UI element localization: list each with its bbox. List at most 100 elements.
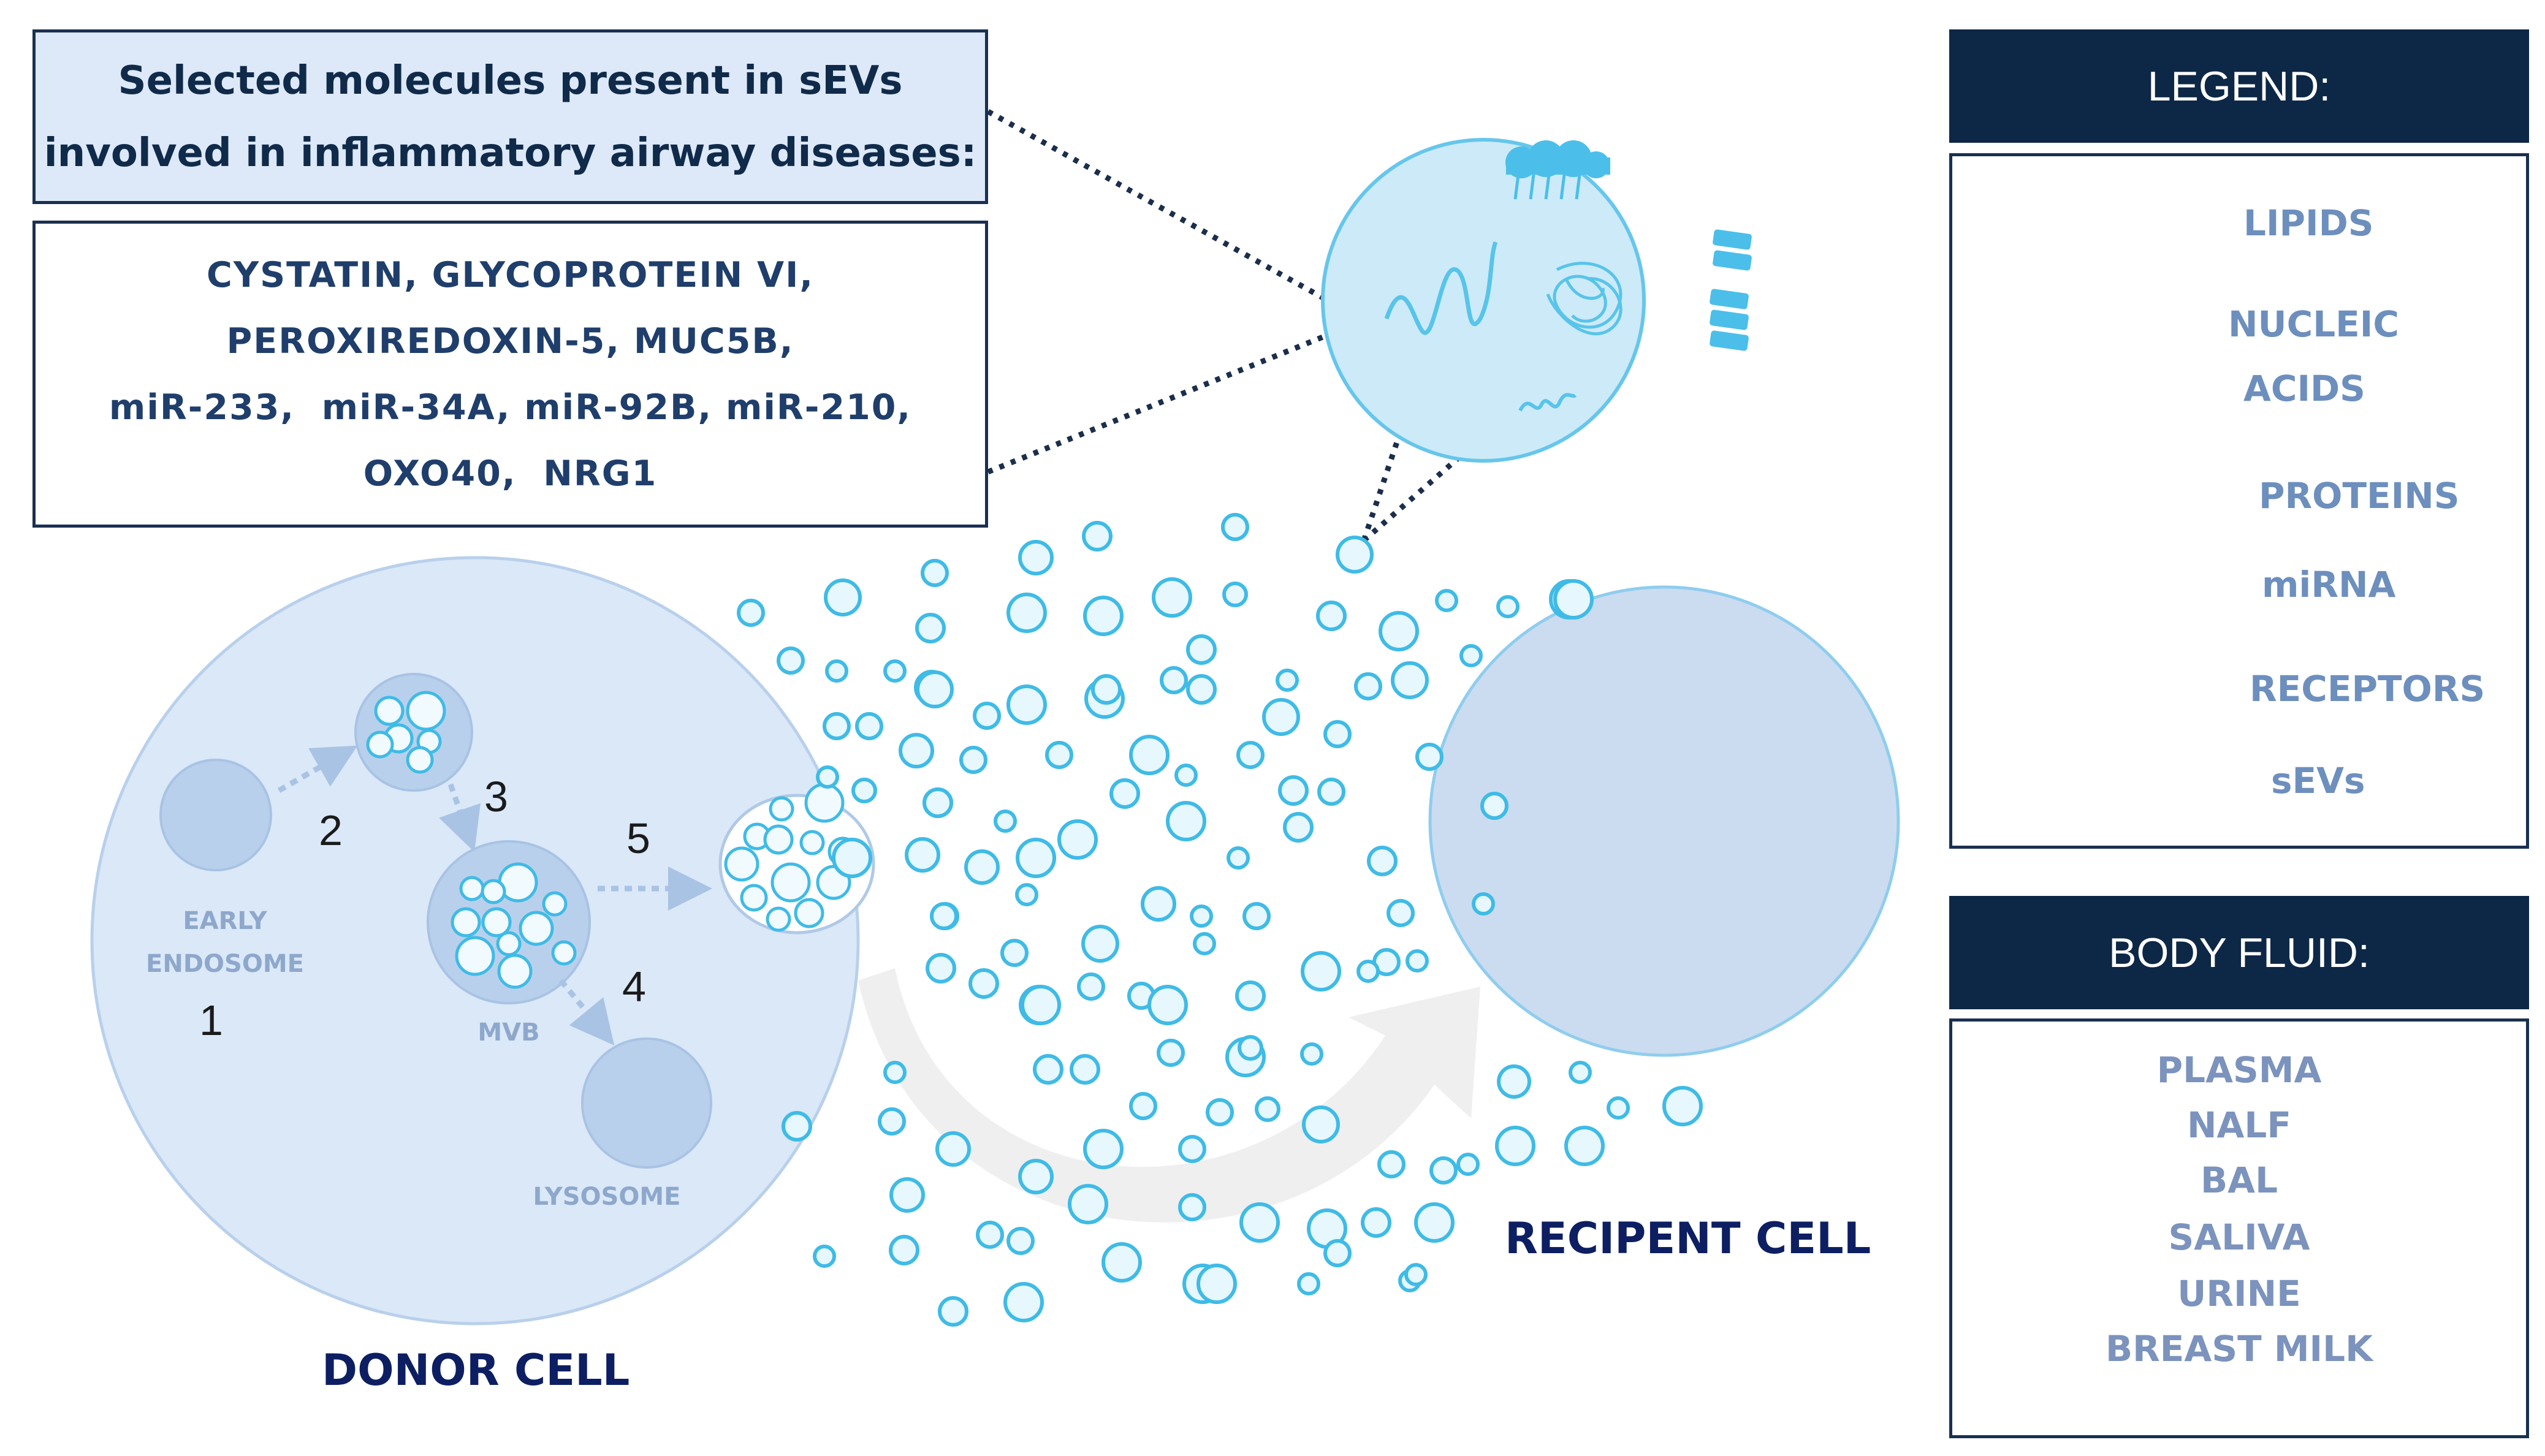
sev-particle: [1607, 1096, 1630, 1120]
sev-particle: [1391, 661, 1429, 699]
recipient-cell-label: RECIPENT CELL: [1505, 1213, 1871, 1264]
sev-particle: [1129, 1092, 1157, 1120]
transfer-arrow: [858, 968, 1480, 1223]
step-2-label: 2: [319, 806, 343, 854]
sev-particle: [1238, 1035, 1263, 1061]
sev-particle: [1317, 778, 1345, 806]
lysosome: [581, 1037, 712, 1169]
sev-particle: [935, 1131, 971, 1167]
sev-particle: [1564, 1126, 1605, 1166]
nucleic-acid-icon: [1384, 241, 1498, 335]
sev-particle: [923, 787, 953, 818]
sev-particle: [1006, 684, 1047, 725]
sev-particle: [899, 733, 934, 768]
sev-particle: [930, 902, 958, 930]
sev-particle: [825, 659, 848, 683]
sev-particle: [1415, 743, 1444, 771]
sev-particle: [1297, 1272, 1320, 1295]
sev-particle: [973, 702, 1001, 730]
sev-particle: [994, 810, 1017, 833]
sev-particle: [1242, 902, 1271, 930]
sev-particle: [1083, 1129, 1124, 1169]
early-endosome-label: EARLY ENDOSOME: [142, 900, 308, 985]
sev-particle: [1018, 540, 1054, 575]
legend-panel: [1949, 153, 2529, 849]
sev-particle: [1367, 846, 1398, 876]
title-line-2: involved in inflammatory airway diseases…: [44, 130, 977, 176]
legend-proteins-label: PROTEINS: [2259, 475, 2460, 517]
legend-header-text: LEGEND:: [2147, 63, 2331, 110]
sev-particle: [1336, 536, 1374, 574]
sev-particle: [1377, 1150, 1406, 1178]
sev-particle: [968, 968, 999, 999]
sev-particle: [1186, 634, 1217, 665]
body-fluid-item: BREAST MILK: [2105, 1328, 2373, 1370]
sev-particle: [1239, 1202, 1280, 1243]
molecule-line: PEROXIREDOXIN-5, MUC5B,: [226, 320, 794, 362]
sev-particle: [976, 1221, 1004, 1249]
sev-particle: [1186, 674, 1217, 705]
sev-particle: [1160, 666, 1188, 694]
sev-particle: [832, 838, 872, 878]
sev-particle: [1456, 1153, 1480, 1176]
step-1-label: 1: [199, 996, 223, 1044]
sev-particle: [1081, 925, 1119, 963]
early-label-line-2: ENDOSOME: [146, 950, 304, 978]
sev-particle: [1406, 949, 1429, 973]
sev-particle: [1459, 644, 1483, 667]
sev-particle: [1178, 1193, 1206, 1221]
sev-particle: [926, 953, 956, 984]
legend-mirna-label: miRNA: [2262, 564, 2396, 605]
sev-particle: [1236, 741, 1265, 769]
sev-particle: [1262, 698, 1300, 736]
body-fluid-item: SALIVA: [2168, 1216, 2310, 1258]
body-fluid-header-text: BODY FLUID:: [2109, 929, 2370, 976]
sev-particle: [1255, 1096, 1280, 1122]
sev-particle: [1000, 939, 1029, 967]
sev-particle: [1302, 1105, 1340, 1143]
sev-particle: [1057, 819, 1098, 860]
sev-particle: [1006, 1227, 1035, 1255]
sev-particle: [916, 670, 954, 708]
molecule-line: CYSTATIN, GLYCOPROTEIN VI,: [206, 254, 815, 295]
sev-particle: [1495, 1126, 1535, 1166]
legend-sevs-label: sEVs: [2271, 760, 2365, 802]
legend-receptors-label: RECEPTORS: [2250, 668, 2486, 710]
lipid-icon: [1505, 140, 1610, 200]
sev-particle: [1178, 1135, 1206, 1163]
sev-particle: [813, 1245, 836, 1268]
mvb: [427, 840, 591, 1004]
sev-particle: [915, 613, 946, 643]
sev-particle: [1077, 973, 1105, 1001]
sev-particle: [1021, 985, 1061, 1025]
sev-particle: [1472, 892, 1495, 916]
legend-header: LEGEND:: [1949, 29, 2529, 143]
sev-particle: [777, 646, 805, 675]
title-box: Selected molecules present in sEVs invol…: [32, 29, 988, 204]
body-fluid-item: BAL: [2200, 1159, 2278, 1201]
sev-particle: [1091, 674, 1122, 705]
receptor-icons: [1710, 229, 1752, 351]
sev-particle: [737, 599, 765, 627]
sev-particle: [1235, 980, 1266, 1011]
legend-lipids-label: LIPIDS: [2243, 202, 2374, 244]
sev-particle: [1569, 1061, 1592, 1084]
molecule-line: OXO40, NRG1: [363, 453, 658, 494]
body-fluid-panel: [1949, 1018, 2529, 1438]
sev-particle: [1129, 735, 1170, 775]
sev-particle: [1147, 985, 1188, 1025]
sev-particle: [1497, 1064, 1531, 1099]
sev-particle: [1193, 932, 1216, 955]
sev-particle: [964, 849, 1000, 885]
molecule-list-box: CYSTATIN, GLYCOPROTEIN VI, PEROXIREDOXIN…: [32, 221, 988, 528]
sev-particle: [1101, 1242, 1142, 1283]
zoom-connector-lines: [986, 109, 1467, 543]
step-3-label: 3: [484, 773, 508, 821]
legend-nucleic-label-1: NUCLEIC: [2228, 303, 2399, 345]
sev-particle: [1033, 1054, 1063, 1085]
sev-particle: [1278, 775, 1309, 806]
sev-particle: [1387, 899, 1415, 927]
sev-particle: [851, 778, 877, 803]
sev-field: [737, 513, 1703, 1327]
